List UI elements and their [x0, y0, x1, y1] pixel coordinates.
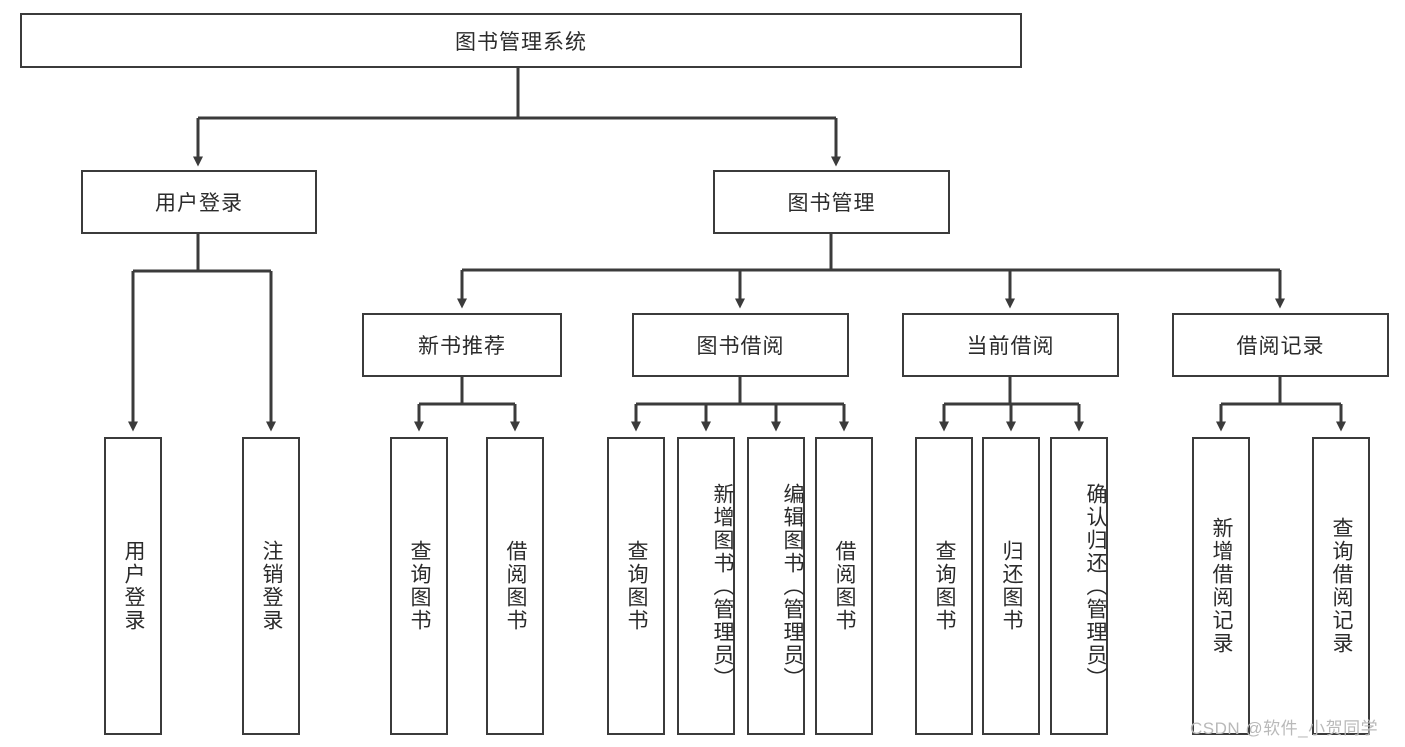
leaf-query-book-current[interactable]: 查询图书: [915, 437, 973, 735]
node-label: 当前借阅: [966, 335, 1055, 358]
node-label: 新书推荐: [418, 335, 506, 358]
node-label: 确认归还（管理员）: [1084, 482, 1107, 690]
node-label: 查询借阅记录: [1330, 517, 1354, 655]
leaf-confirm-return-admin[interactable]: 确认归还（管理员）: [1050, 437, 1108, 735]
leaf-add-book-admin[interactable]: 新增图书（管理员）: [677, 437, 735, 735]
watermark: CSDN @软件_小贺同学: [1190, 719, 1379, 738]
node-borrow-record[interactable]: 借阅记录: [1172, 313, 1389, 377]
leaf-query-book-borrow[interactable]: 查询图书: [607, 437, 665, 735]
leaf-logout[interactable]: 注销登录: [242, 437, 300, 735]
node-current-borrow[interactable]: 当前借阅: [902, 313, 1119, 377]
node-label: 注销登录: [260, 540, 284, 632]
node-user-login[interactable]: 用户登录: [81, 170, 317, 234]
leaf-edit-book-admin[interactable]: 编辑图书（管理员）: [747, 437, 805, 735]
node-label: 图书借阅: [696, 335, 785, 358]
node-book-management-system[interactable]: 图书管理系统: [20, 13, 1022, 68]
node-label: 图书管理系统: [455, 30, 587, 54]
node-label: 查询图书: [625, 540, 649, 632]
node-label: 借阅图书: [504, 540, 528, 632]
node-label: 新增借阅记录: [1210, 517, 1234, 655]
node-label: 新增图书（管理员）: [711, 482, 734, 690]
node-book-borrow[interactable]: 图书借阅: [632, 313, 849, 377]
node-label: 查询图书: [408, 540, 432, 632]
node-label: 归还图书: [1000, 540, 1024, 632]
node-label: 查询图书: [933, 540, 957, 632]
leaf-query-borrow-record[interactable]: 查询借阅记录: [1312, 437, 1370, 735]
leaf-add-borrow-record[interactable]: 新增借阅记录: [1192, 437, 1250, 735]
leaf-user-login[interactable]: 用户登录: [104, 437, 162, 735]
node-label: 借阅记录: [1236, 335, 1325, 358]
node-label: 用户登录: [155, 192, 243, 215]
node-label: 用户登录: [122, 540, 146, 632]
leaf-borrow-book-recommend[interactable]: 借阅图书: [486, 437, 544, 735]
node-label: 编辑图书（管理员）: [781, 482, 804, 690]
node-new-book-recommend[interactable]: 新书推荐: [362, 313, 562, 377]
node-label: 借阅图书: [833, 540, 857, 632]
leaf-query-book-recommend[interactable]: 查询图书: [390, 437, 448, 735]
leaf-borrow-book[interactable]: 借阅图书: [815, 437, 873, 735]
node-book-management[interactable]: 图书管理: [713, 170, 950, 234]
leaf-return-book[interactable]: 归还图书: [982, 437, 1040, 735]
node-label: 图书管理: [787, 192, 876, 215]
